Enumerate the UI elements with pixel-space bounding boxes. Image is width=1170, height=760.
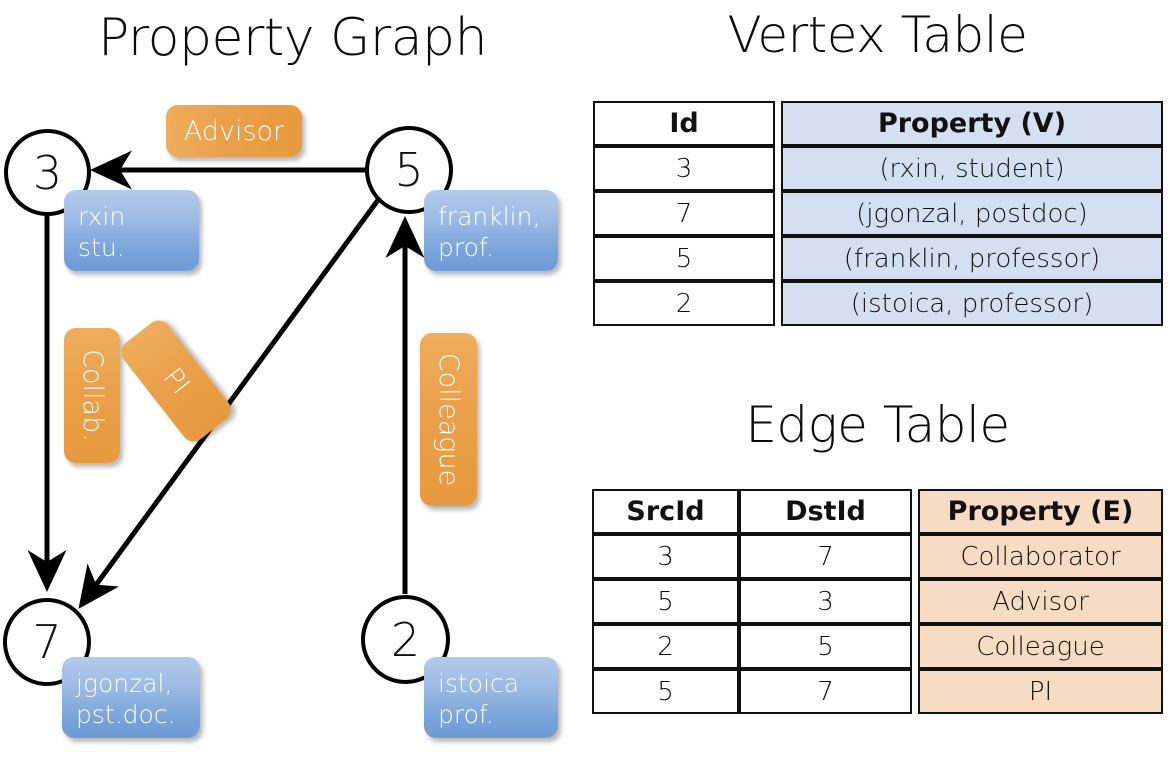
node-property-istoica-line2: prof. <box>438 700 494 729</box>
edge-row-3-src: 5 <box>592 669 739 714</box>
node-property-jgonzal-line2: pst.doc. <box>76 700 176 729</box>
node-property-franklin-line2: prof. <box>438 233 494 262</box>
vertex-row-0-id: 3 <box>593 146 775 191</box>
edge-row-1-property: Advisor <box>918 579 1163 624</box>
node-property-box-jgonzal: jgonzal, pst.doc. <box>62 657 200 738</box>
page-title-vertex-table: Vertex Table <box>727 6 1028 64</box>
graph-node-3-label: 3 <box>32 145 63 200</box>
edge-label-advisor: Advisor <box>166 105 302 157</box>
edge-row-1-src: 5 <box>592 579 739 624</box>
vertex-table-header-property: Property (V) <box>781 101 1163 146</box>
edge-5-to-7 <box>78 198 381 609</box>
node-property-istoica-line1: istoica <box>438 669 520 698</box>
node-property-rxin-line2: stu. <box>78 233 125 262</box>
edge-row-2-property: Colleague <box>918 624 1163 669</box>
table-row: 5 (franklin, professor) <box>593 236 1163 281</box>
edge-row-3-property: PI <box>918 669 1163 714</box>
node-property-franklin-line1: franklin, <box>438 202 541 231</box>
property-graph-panel: Property Graph 3 5 7 2 rxin stu. frankli… <box>3 8 558 738</box>
table-row: 5 7 PI <box>592 669 1163 714</box>
edge-row-2-src: 2 <box>592 624 739 669</box>
node-property-rxin-line1: rxin <box>78 202 126 231</box>
node-property-box-franklin: franklin, prof. <box>424 190 558 271</box>
edge-table-header-property: Property (E) <box>918 489 1163 534</box>
edge-row-3-dst: 7 <box>739 669 912 714</box>
graph-node-7-label: 7 <box>32 615 62 669</box>
table-row: 3 (rxin, student) <box>593 146 1163 191</box>
vertex-row-3-property: (istoica, professor) <box>781 281 1163 326</box>
edge-label-colleague: Colleague <box>420 333 477 506</box>
graph-node-2-label: 2 <box>390 612 421 667</box>
vertex-row-2-property: (franklin, professor) <box>781 236 1163 281</box>
table-row: 2 (istoica, professor) <box>593 281 1163 326</box>
table-row: 5 3 Advisor <box>592 579 1163 624</box>
edge-row-0-property: Collaborator <box>918 534 1163 579</box>
edge-row-1-dst: 3 <box>739 579 912 624</box>
edge-table-header-srcid: SrcId <box>592 489 739 534</box>
graph-edges-svg <box>27 150 425 609</box>
graph-node-5-label: 5 <box>394 143 424 197</box>
vertex-row-1-property: (jgonzal, postdoc) <box>781 191 1163 236</box>
table-row: 3 7 Collaborator <box>592 534 1163 579</box>
node-property-jgonzal-line1: jgonzal, <box>76 669 173 698</box>
vertex-table-header-id: Id <box>593 101 775 146</box>
edge-label-collab-text: Collab. <box>76 349 108 442</box>
vertex-table: Id Property (V) 3 (rxin, student) 7 (jgo… <box>593 101 1163 326</box>
table-row: 7 (jgonzal, postdoc) <box>593 191 1163 236</box>
node-property-box-istoica: istoica prof. <box>424 657 558 738</box>
edge-table: SrcId DstId Property (E) 3 7 Collaborato… <box>592 489 1163 714</box>
edge-table-header-dstid: DstId <box>739 489 912 534</box>
edge-row-0-src: 3 <box>592 534 739 579</box>
node-property-box-rxin: rxin stu. <box>64 190 199 271</box>
page-title-edge-table: Edge Table <box>745 396 1010 454</box>
edge-row-0-dst: 7 <box>739 534 912 579</box>
vertex-row-1-id: 7 <box>593 191 775 236</box>
vertex-row-3-id: 2 <box>593 281 775 326</box>
table-row: 2 5 Colleague <box>592 624 1163 669</box>
edge-table-header-row: SrcId DstId Property (E) <box>592 489 1163 534</box>
graph-node-5[interactable]: 5 <box>365 126 453 214</box>
edge-row-2-dst: 5 <box>739 624 912 669</box>
page-title-property-graph: Property Graph <box>97 8 488 68</box>
vertex-row-2-id: 5 <box>593 236 775 281</box>
edge-label-advisor-text: Advisor <box>183 115 285 147</box>
vertex-row-0-property: (rxin, student) <box>781 146 1163 191</box>
vertex-table-header-row: Id Property (V) <box>593 101 1163 146</box>
edge-label-pi-text: PI <box>156 361 196 401</box>
edge-label-collab: Collab. <box>64 328 120 463</box>
edge-label-colleague-text: Colleague <box>433 352 464 487</box>
graph-node-2[interactable]: 2 <box>361 595 450 684</box>
